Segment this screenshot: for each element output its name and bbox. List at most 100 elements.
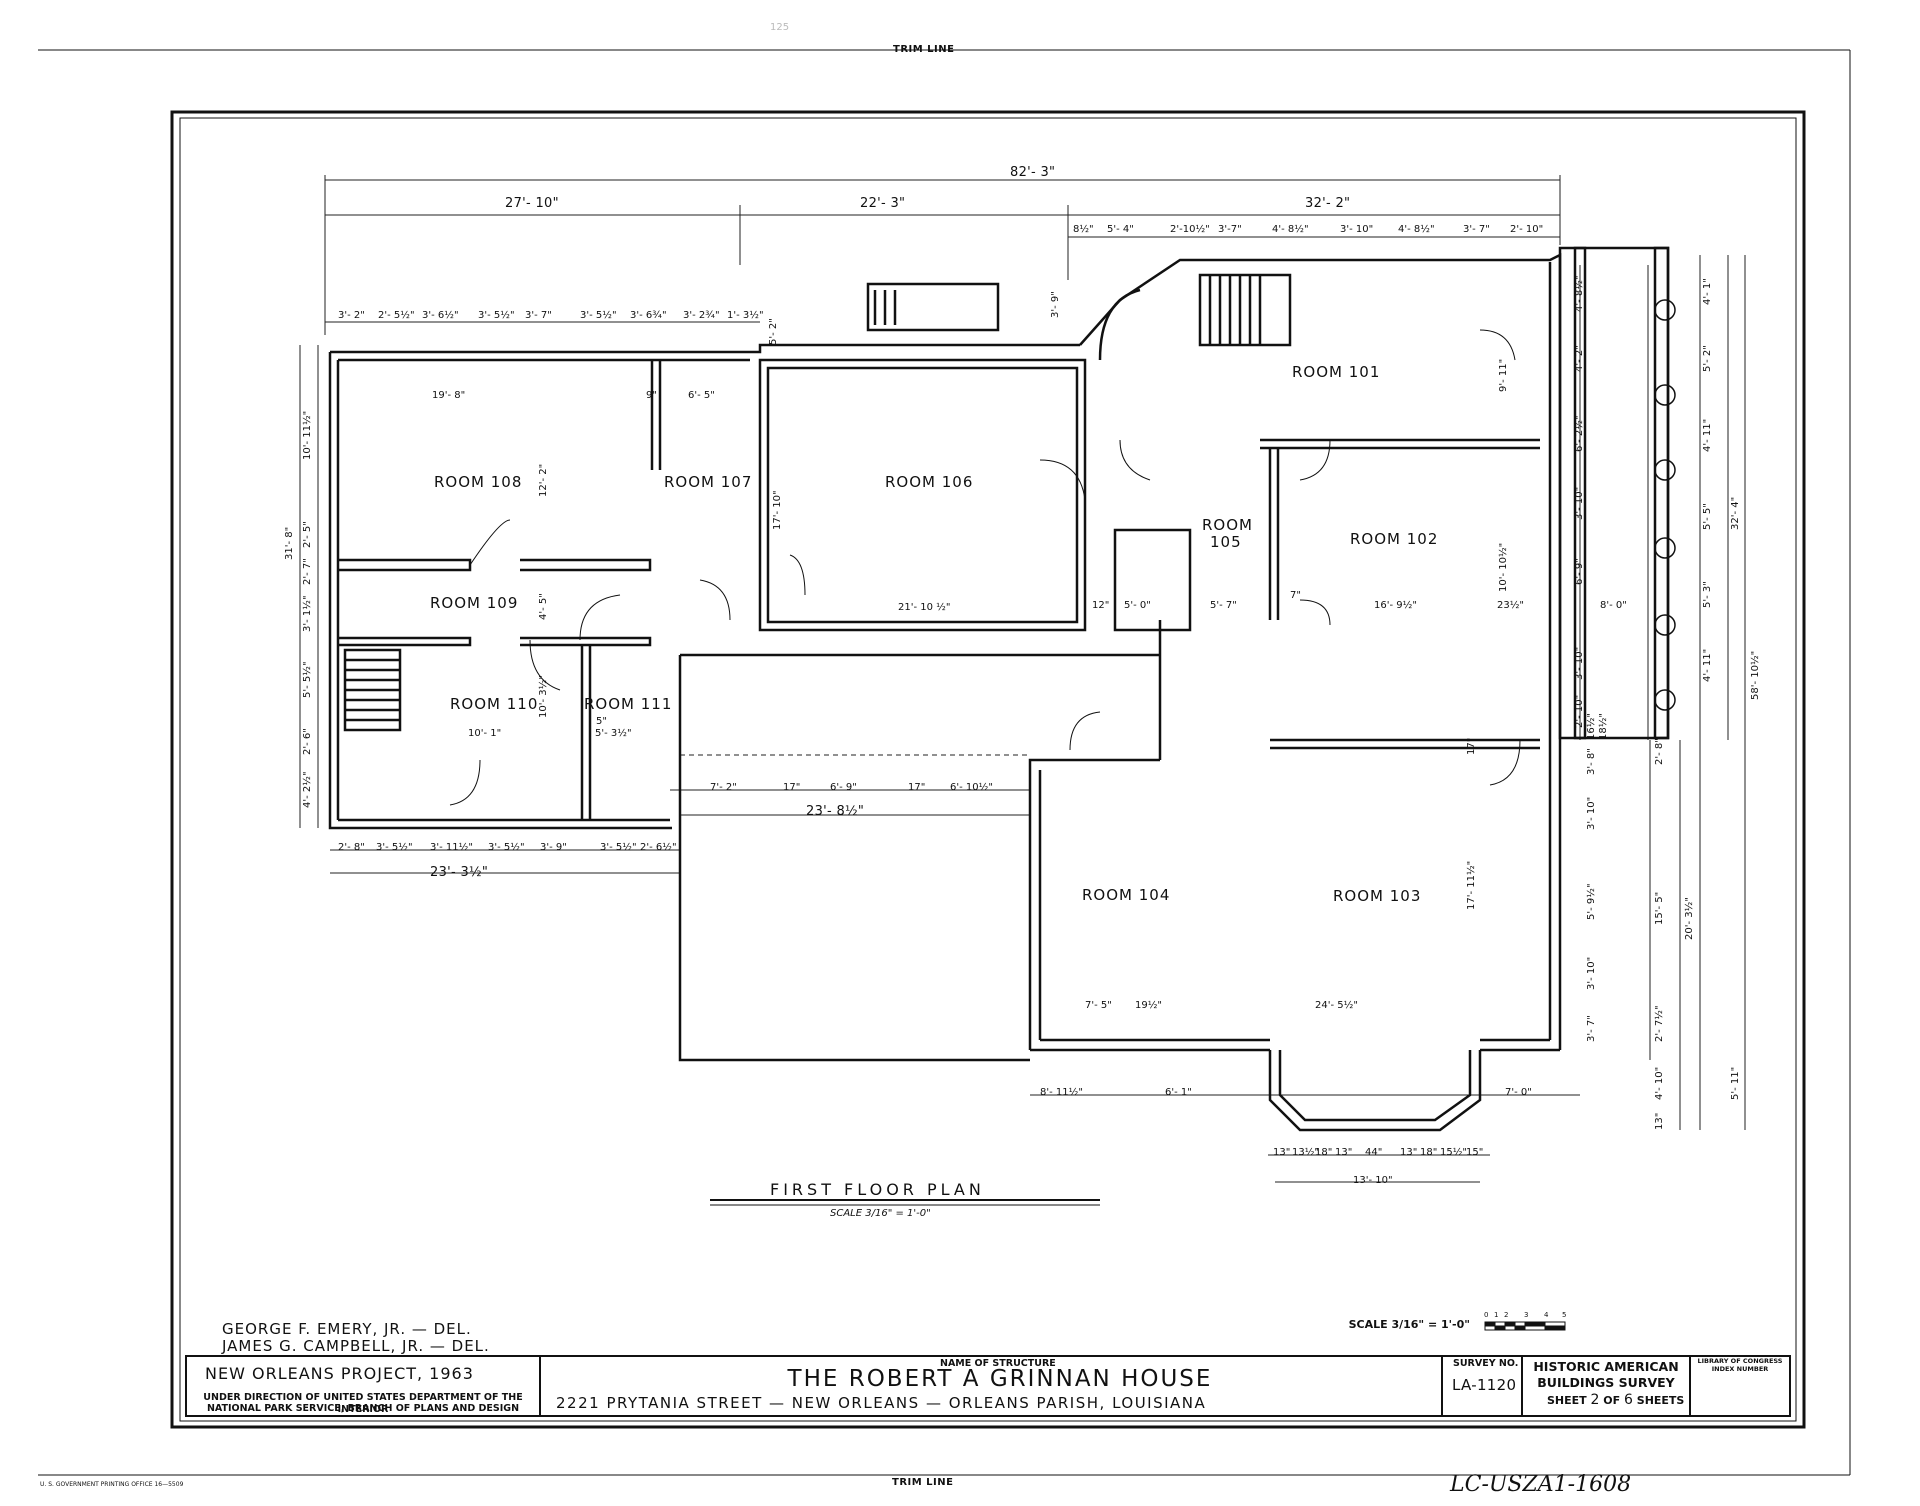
dim-interior: 7" bbox=[1290, 590, 1301, 601]
vdim: 4'- 2½" bbox=[302, 771, 313, 808]
dim-chain-tr: 3'- 7" bbox=[1463, 224, 1490, 235]
dim-bottom-chain: 3'- 5½" bbox=[376, 842, 413, 853]
vdim: 15'- 5" bbox=[1654, 891, 1665, 925]
scale-bar bbox=[1484, 1321, 1566, 1331]
dim-interior: 17" bbox=[908, 782, 926, 793]
dim-bottom-chain: 3'- 5½" bbox=[488, 842, 525, 853]
vdim: 4'- 5" bbox=[538, 593, 549, 620]
dim-interior: 8'- 0" bbox=[1600, 600, 1627, 611]
vdim: 9'- 11" bbox=[1498, 358, 1509, 392]
room-label-106: ROOM 106 bbox=[885, 473, 974, 491]
dim-interior: 10'- 1" bbox=[468, 728, 502, 739]
loc-label-2: INDEX NUMBER bbox=[1711, 1365, 1769, 1373]
scale-bar-tick: 0 bbox=[1484, 1311, 1489, 1319]
dim-bay-chain: 13" bbox=[1335, 1147, 1353, 1158]
vdim: 58'- 10½" bbox=[1750, 650, 1761, 700]
dim-chain-tr: 4'- 8½" bbox=[1272, 224, 1309, 235]
room-label-109: ROOM 109 bbox=[430, 594, 519, 612]
dim-bay-chain: 13" bbox=[1273, 1147, 1291, 1158]
dim-chain-tl: 3'- 5½" bbox=[580, 310, 617, 321]
dim-bay-chain: 13½" bbox=[1292, 1147, 1320, 1158]
vdim: 2'- 7" bbox=[302, 558, 313, 585]
dim-chain-tl: 3'- 6½" bbox=[422, 310, 459, 321]
dim-chain-tl: 3'- 2¾" bbox=[683, 310, 720, 321]
dim-bottom-chain: 2'- 6½" bbox=[640, 842, 677, 853]
sheet-total: 6 bbox=[1624, 1392, 1633, 1408]
dim-bay-chain: 15" bbox=[1466, 1147, 1484, 1158]
vdim: 20'- 3½" bbox=[1684, 897, 1695, 940]
vdim: 3'- 10" bbox=[1574, 486, 1585, 520]
sheet-border bbox=[38, 49, 1851, 1476]
pencil-mark: 125 bbox=[770, 22, 790, 33]
vdim: 4'- 8½" bbox=[1574, 275, 1585, 312]
room-label-101: ROOM 101 bbox=[1292, 363, 1381, 381]
dim-chain-tl: 1'- 3½" bbox=[727, 310, 764, 321]
vdim: 4'- 11" bbox=[1702, 648, 1713, 682]
dim-chain-tl: 3'- 6¾" bbox=[630, 310, 667, 321]
dim-interior: 16'- 9½" bbox=[1374, 600, 1417, 611]
vdim: 5'- 11" bbox=[1730, 1066, 1741, 1100]
vdim: 4'- 10" bbox=[1654, 1066, 1665, 1100]
sheet-suffix: SHEETS bbox=[1636, 1394, 1685, 1407]
sheet-word: SHEET bbox=[1547, 1394, 1587, 1407]
dim-chain-tr: 2'- 10" bbox=[1510, 224, 1544, 235]
dim-interior: 5'- 7" bbox=[1210, 600, 1237, 611]
vdim: 5'- 9½" bbox=[1586, 883, 1597, 920]
room-label-108: ROOM 108 bbox=[434, 473, 523, 491]
catalog-number: LC-USZA1-1608 bbox=[1450, 1472, 1632, 1497]
dim-interior: 7'- 5" bbox=[1085, 1000, 1112, 1011]
dim-chain-tr: 2'-10½" bbox=[1170, 224, 1210, 235]
structure-name-label: NAME OF STRUCTURE bbox=[940, 1358, 1056, 1369]
dim-interior: 23'- 8½" bbox=[806, 804, 865, 819]
door-swings bbox=[449, 329, 1521, 806]
vdim: 3'- 8" bbox=[1586, 748, 1597, 775]
vdim: 2'- 5" bbox=[302, 521, 313, 548]
dim-chain-tr: 3'- 10" bbox=[1340, 224, 1374, 235]
plan-title: FIRST FLOOR PLAN bbox=[770, 1180, 985, 1199]
project-name: NEW ORLEANS PROJECT, 1963 bbox=[205, 1364, 474, 1383]
dim-interior: 19½" bbox=[1135, 1000, 1163, 1011]
dim-chain-tr: 8½" bbox=[1073, 224, 1094, 235]
dim-chain-tl: 3'- 7" bbox=[525, 310, 552, 321]
room-label-110: ROOM 110 bbox=[450, 695, 539, 713]
dim-interior: 6'- 1" bbox=[1165, 1087, 1192, 1098]
trim-line-top: TRIM LINE bbox=[893, 44, 955, 55]
room-label-102: ROOM 102 bbox=[1350, 530, 1439, 548]
dim-mid-block: 22'- 3" bbox=[860, 196, 906, 211]
dim-bottom-chain: 3'- 11½" bbox=[430, 842, 473, 853]
sheet-number: SHEET 2 OF 6 SHEETS bbox=[1547, 1392, 1684, 1408]
vdim: 5'- 2" bbox=[1702, 345, 1713, 372]
dim-bay-chain: 18" bbox=[1315, 1147, 1333, 1158]
vdim: 4'- 1" bbox=[1702, 278, 1713, 305]
vdim: 18½" bbox=[1598, 712, 1609, 740]
porch-columns bbox=[1654, 299, 1676, 711]
plan-title-underline bbox=[710, 1199, 1100, 1206]
room-label-104: ROOM 104 bbox=[1082, 886, 1171, 904]
vdim: 6'- 2½" bbox=[1574, 415, 1585, 452]
title-block-frame bbox=[185, 1355, 1791, 1417]
dim-interior: 6'- 10½" bbox=[950, 782, 993, 793]
dim-interior: 6'- 5" bbox=[688, 390, 715, 401]
vdim: 17'- 11½" bbox=[1466, 860, 1477, 910]
dim-interior: 9" bbox=[646, 390, 657, 401]
dim-bay-chain: 15½" bbox=[1440, 1147, 1468, 1158]
dim-chain-tr: 3'-7" bbox=[1218, 224, 1242, 235]
vdim: 10'- 3½" bbox=[538, 675, 549, 718]
room-label-103: ROOM 103 bbox=[1333, 887, 1422, 905]
scale-bar-tick: 1 bbox=[1494, 1311, 1499, 1319]
room-label-105-number: 105 bbox=[1210, 533, 1242, 551]
plan-scale: SCALE 3/16" = 1'-0" bbox=[830, 1208, 931, 1219]
vdim: 2'- 6" bbox=[302, 728, 313, 755]
room-label-111: ROOM 111 bbox=[584, 695, 673, 713]
dim-interior: 5'- 0" bbox=[1124, 600, 1151, 611]
vdim: 16½" bbox=[1586, 712, 1597, 740]
vdim: 4'- 11" bbox=[1702, 418, 1713, 452]
vdim: 3'- 9" bbox=[1050, 291, 1061, 318]
vdim: 3'- 10" bbox=[1586, 956, 1597, 990]
vdim: 10'- 10½" bbox=[1498, 542, 1509, 592]
vdim: 3'- 10" bbox=[1586, 796, 1597, 830]
dim-interior: 19'- 8" bbox=[432, 390, 466, 401]
vdim: 2'- 10" bbox=[1574, 694, 1585, 728]
scale-bar-tick: 3 bbox=[1524, 1311, 1529, 1319]
